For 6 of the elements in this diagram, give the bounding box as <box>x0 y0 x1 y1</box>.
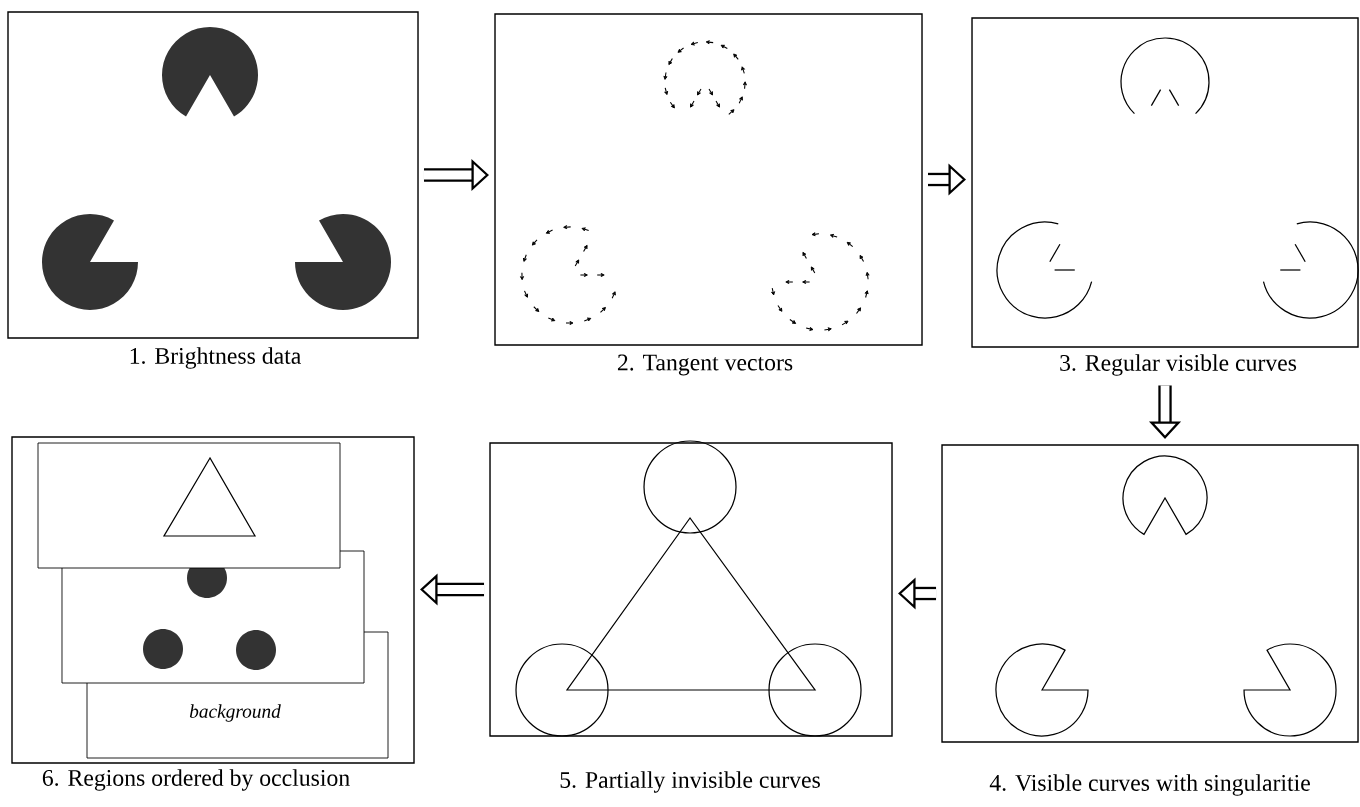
panel-caption: 1. Brightness data <box>130 347 301 369</box>
panel-caption: 2. Tangent vectors <box>617 354 793 376</box>
panel-caption: 4. Visible curves with singularitie <box>989 774 1310 796</box>
panel-caption: 6. Regions ordered by occlusion <box>42 769 350 791</box>
panel-caption: 3. Regular visible curves <box>1060 354 1297 376</box>
panel-caption: 5. Partially invisible curves <box>560 771 820 793</box>
